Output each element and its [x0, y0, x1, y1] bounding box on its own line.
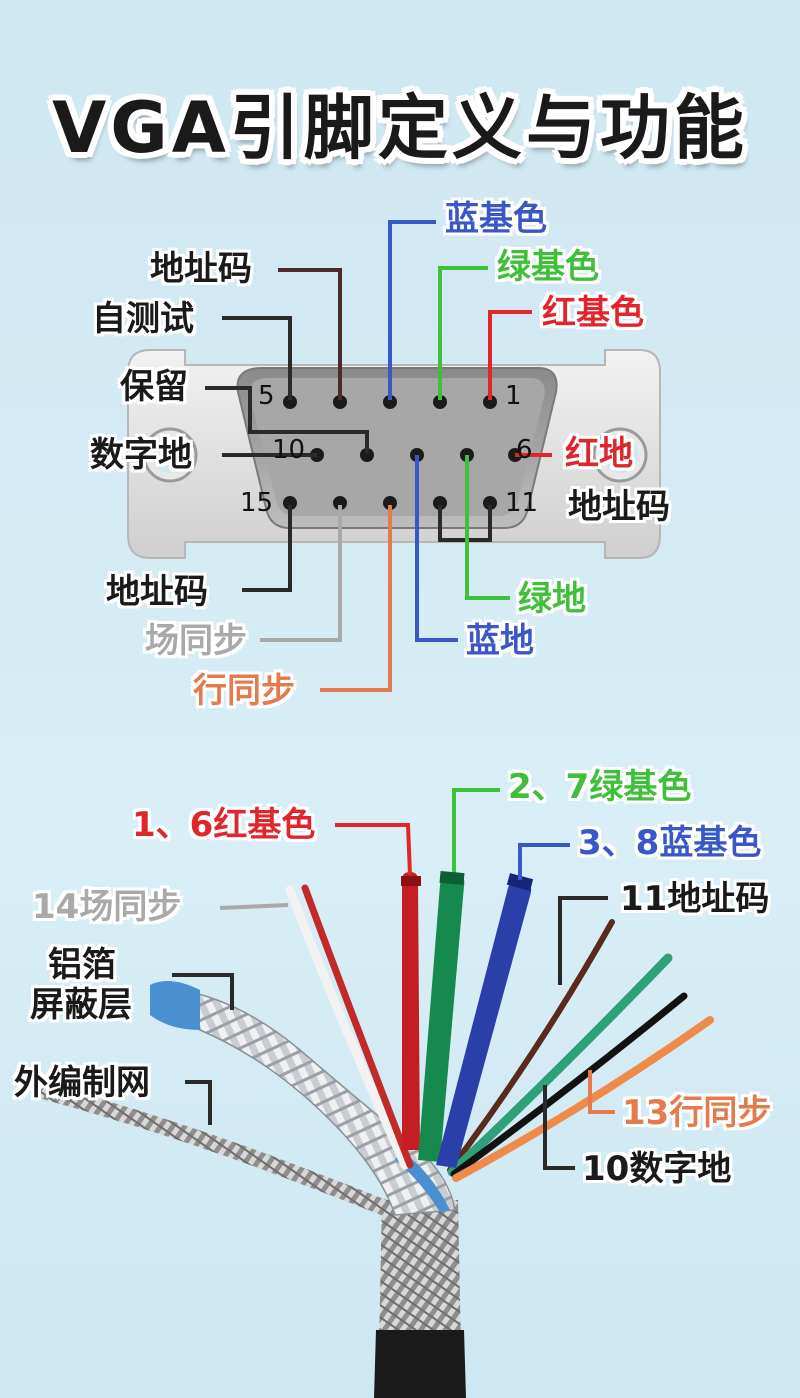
label-addr-bottom: 地址码 — [106, 572, 208, 612]
wire-brown — [447, 919, 615, 1173]
pin-3 — [383, 395, 397, 409]
label-vsync: 场同步 — [145, 621, 247, 661]
label-self-test: 自测试 — [92, 299, 194, 339]
page-title: VGA引脚定义与功能 — [52, 87, 748, 169]
label-blue-gnd: 蓝地 — [466, 621, 534, 661]
line-green-gnd — [465, 455, 510, 600]
pin-4 — [333, 395, 347, 409]
label-green-27: 2、7绿基色 — [508, 767, 692, 807]
label-foil-line2: 屏蔽层 — [30, 985, 132, 1025]
label-addr-top: 地址码 — [150, 249, 252, 289]
line-green-base — [438, 266, 488, 400]
pin-row-1 — [283, 395, 497, 409]
line-gnd-10 — [543, 1085, 575, 1170]
line-vsync-14 — [219, 903, 289, 910]
line-addr-11 — [558, 896, 608, 985]
line-red-16 — [335, 823, 412, 876]
aluminum-foil-shield — [178, 989, 456, 1216]
pin-13 — [383, 496, 397, 510]
pin-15 — [283, 496, 297, 510]
line-green-27 — [452, 788, 500, 872]
pin-9 — [360, 448, 374, 462]
pin-number-6: 6 — [516, 435, 533, 465]
label-hsync: 行同步 — [193, 671, 295, 711]
coax-green — [418, 872, 465, 1162]
line-blue-38 — [518, 843, 570, 880]
line-red-base — [488, 310, 532, 400]
pin-number-15: 15 — [240, 488, 274, 518]
line-blue-base — [388, 220, 436, 400]
pin-row-3 — [283, 496, 497, 510]
coax-blue-end — [506, 873, 534, 891]
line-vsync — [260, 505, 342, 642]
line-braid — [185, 1080, 212, 1125]
label-reserved: 保留 — [120, 367, 188, 407]
pin-2 — [433, 395, 447, 409]
label-gnd-10: 10数字地 — [582, 1149, 732, 1189]
pin-12 — [433, 496, 447, 510]
line-addr-top — [278, 268, 342, 400]
vga-connector — [127, 349, 661, 559]
pin-1 — [483, 395, 497, 409]
coax-blue — [436, 879, 532, 1168]
label-red-base: 红基色 — [542, 293, 644, 333]
pin-number-10: 10 — [272, 435, 306, 465]
label-blue-base: 蓝基色 — [445, 199, 547, 239]
cable-jacket-outer — [374, 1330, 466, 1398]
coax-red-end — [401, 876, 421, 886]
foil-blue-edge — [150, 981, 200, 1030]
line-hsync-13 — [588, 1070, 615, 1114]
line-addr-bottom — [242, 505, 292, 592]
label-addr-11: 11地址码 — [620, 879, 770, 919]
coax-green-end — [439, 870, 465, 886]
label-braid: 外编制网 — [14, 1063, 150, 1103]
cable-leader-lines — [172, 788, 615, 1170]
pin-number-1: 1 — [505, 381, 522, 411]
label-blue-38: 3、8蓝基色 — [578, 823, 762, 863]
screw-hole-left-inner — [152, 437, 188, 473]
line-self-test — [222, 316, 292, 400]
wire-black — [450, 992, 688, 1178]
label-foil-line1: 铝箔 — [48, 945, 116, 985]
label-red-16: 1、6红基色 — [132, 805, 316, 845]
outer-braid-strand — [32, 1082, 398, 1218]
wire-teal — [447, 953, 673, 1177]
pin-14 — [333, 496, 347, 510]
label-hsync-13: 13行同步 — [622, 1093, 772, 1133]
wire-orange — [452, 1016, 714, 1182]
pin-number-11: 11 — [505, 488, 539, 518]
line-hsync — [320, 505, 392, 692]
wire-red-thin — [301, 884, 414, 1169]
line-blue-gnd — [415, 455, 458, 642]
line-reserved — [205, 386, 369, 453]
wire-white — [285, 885, 410, 1170]
line-foil — [172, 973, 234, 1010]
label-addr-right: 地址码 — [568, 487, 670, 527]
label-digital-gnd: 数字地 — [90, 435, 192, 475]
pin-number-5: 5 — [258, 381, 275, 411]
vga-cable — [32, 870, 714, 1398]
coax-red — [402, 872, 420, 1150]
d-sub-face — [249, 378, 545, 516]
label-red-gnd: 红地 — [565, 434, 633, 474]
pin-11 — [483, 496, 497, 510]
pin-5 — [283, 395, 297, 409]
label-green-base: 绿基色 — [497, 247, 599, 287]
label-green-gnd: 绿地 — [518, 579, 586, 619]
label-vsync-14: 14场同步 — [32, 887, 182, 927]
connector-leader-lines — [205, 220, 552, 692]
screw-hole-right-inner — [602, 437, 638, 473]
